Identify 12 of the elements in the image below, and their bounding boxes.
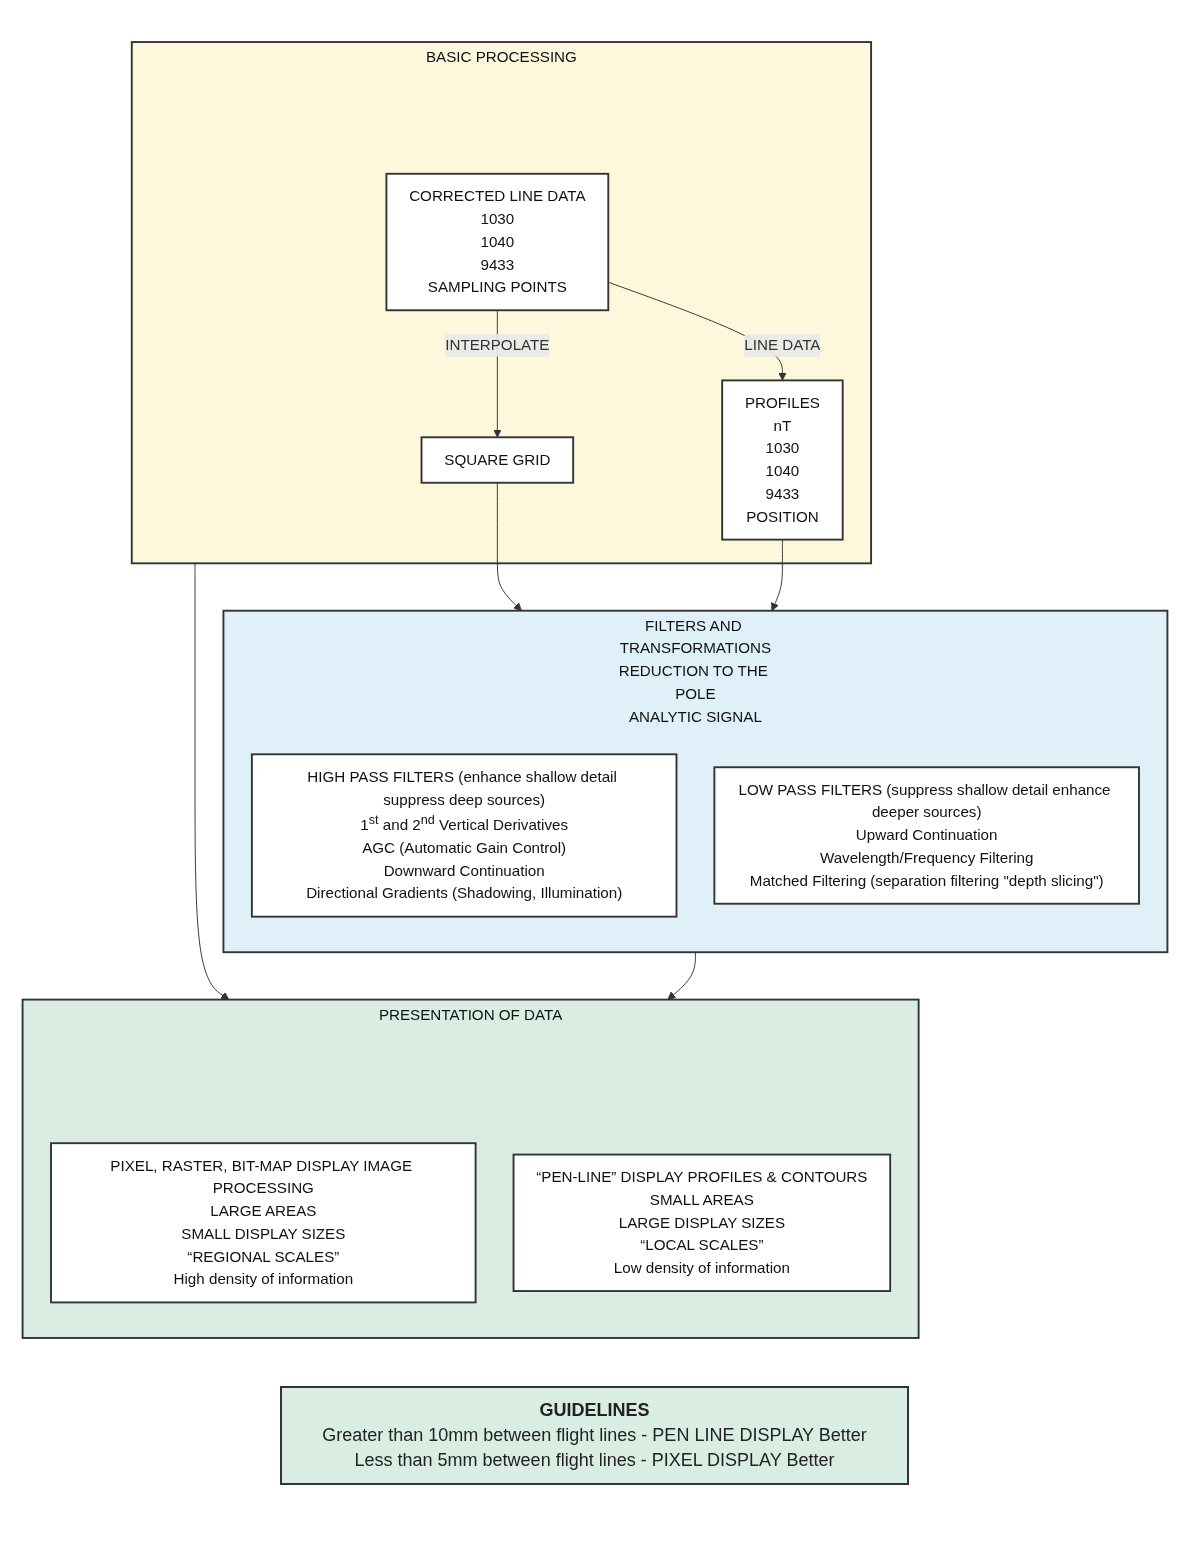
edge-label: LINE DATA [743,336,820,353]
node-box: CORRECTED LINE DATA 1030 1040 9433 SAMPLING POINTS [384,172,609,312]
node-box: SQUARE GRID [420,436,574,484]
guideline-text: Greater than 10mm between flight lines - PEN LINE DISPLAY Better [322,1425,867,1446]
node-box: PROFILES nT 1030 1040 9433 POSITION [720,379,844,541]
guideline-text: GUIDELINES [538,1400,651,1421]
node-box: PIXEL, RASTER, BIT-MAP DISPLAY IMAGE PROCESSING LARGE AREAS SMALL DISPLAY SIZES “REGIONAL SCALES” High density of information [49,1142,477,1304]
node-box: “PEN-LINE” DISPLAY PROFILES & CONTOURS SMALL AREAS LARGE DISPLAY SIZES “LOCAL SCALES” Low density of information [512,1153,891,1292]
node-box: HIGH PASS FILTERS (enhance shallow detail suppress deep sources) 1$^{st}$ and 2$^{nd}$ Vertical Derivatives AGC (Automatic Gain Control) Downward Continuation Directional Gradients (Shadowing, Illumination) [250,753,677,918]
node-box: LOW PASS FILTERS (suppress shallow detail enhance deeper sources) Upward Continuation Wavelength/Frequency Filtering Matched Filtering (separation filtering "depth slicing") [712,766,1140,905]
guideline-text: Less than 5mm between flight lines - PIXEL DISPLAY Better [353,1450,836,1471]
edge-label: INTERPOLATE [444,336,549,353]
